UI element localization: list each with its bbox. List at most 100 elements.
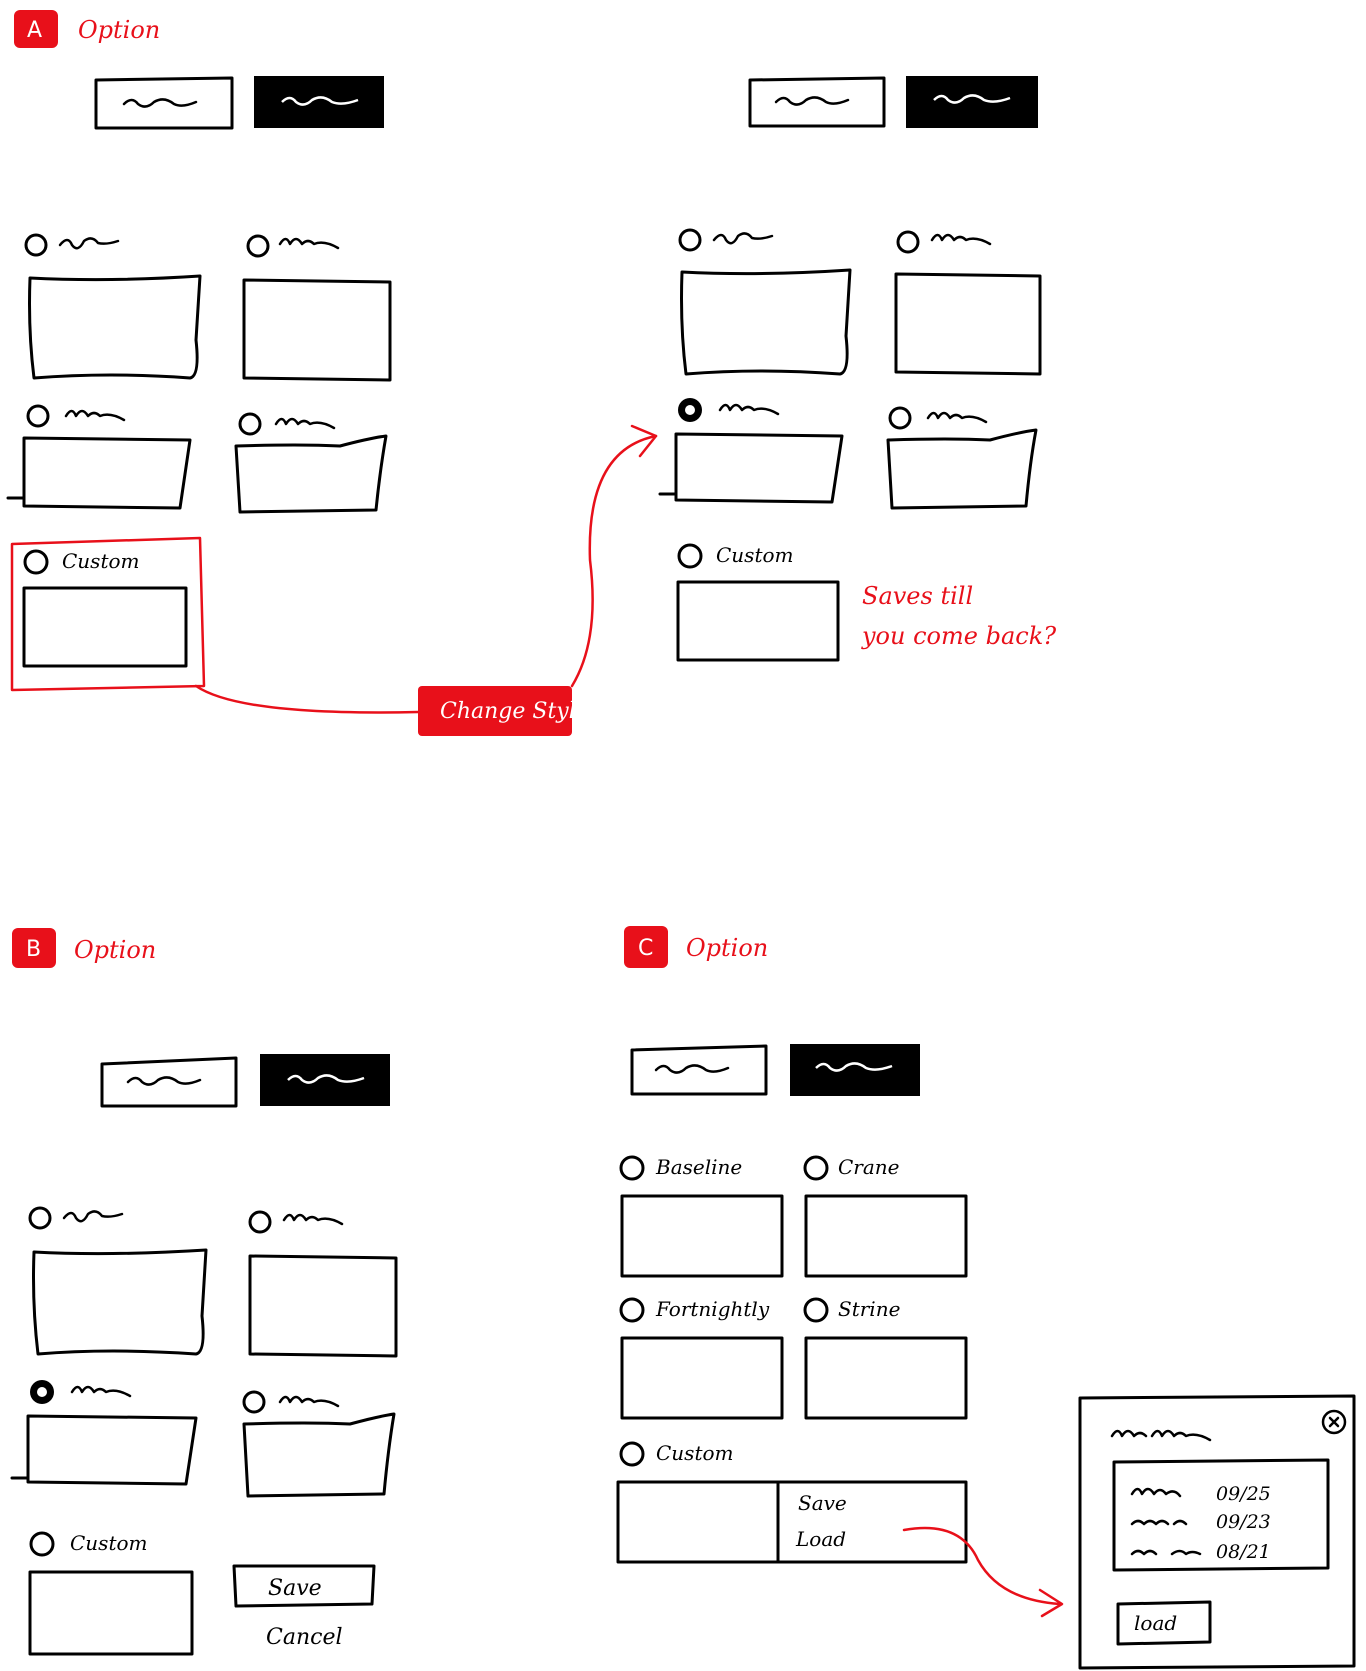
section-b-title: Option — [74, 936, 156, 964]
close-icon[interactable] — [1321, 1409, 1347, 1435]
radio-icon[interactable] — [888, 406, 912, 430]
style-preview-box[interactable] — [886, 428, 1038, 510]
radio-icon[interactable] — [242, 1390, 266, 1414]
saved-style-date: 09/23 — [1216, 1511, 1271, 1533]
style-option-label — [282, 1213, 344, 1226]
style-preview-box[interactable] — [620, 1194, 784, 1278]
list-item[interactable]: 08/21 — [1130, 1541, 1271, 1563]
style-preview-box[interactable] — [6, 436, 192, 510]
radio-icon[interactable] — [28, 1206, 52, 1230]
toggle-option-dark[interactable] — [906, 76, 1038, 128]
section-b: B Option Custom Save Cancel — [10, 928, 398, 1656]
load-dialog: 09/25 09/23 08/21 load — [1078, 1394, 1356, 1670]
custom-highlight — [10, 536, 206, 692]
style-label-fortnightly: Fortnightly — [655, 1297, 770, 1321]
radio-icon[interactable] — [677, 543, 703, 569]
custom-preview-box[interactable] — [28, 1570, 194, 1656]
section-c-title: Option — [686, 934, 768, 962]
note-line-2: you come back? — [861, 622, 1056, 650]
radio-icon[interactable] — [896, 230, 920, 254]
toggle-option-dark[interactable] — [260, 1054, 390, 1106]
radio-icon[interactable] — [29, 1531, 55, 1557]
toggle-option-dark[interactable] — [790, 1044, 920, 1096]
style-label-baseline: Baseline — [655, 1155, 742, 1179]
custom-label: Custom — [716, 543, 794, 567]
radio-icon[interactable] — [238, 412, 262, 436]
style-preview-box[interactable] — [804, 1194, 968, 1278]
save-button[interactable] — [232, 1564, 376, 1608]
custom-preview-box[interactable] — [676, 580, 840, 662]
badge-a — [14, 10, 58, 48]
style-preview-box[interactable] — [248, 1254, 398, 1358]
style-preview-box[interactable] — [242, 1412, 396, 1498]
style-option-label — [274, 417, 336, 430]
radio-icon[interactable] — [803, 1155, 829, 1181]
style-label-crane: Crane — [838, 1155, 900, 1179]
radio-icon[interactable] — [619, 1155, 645, 1181]
radio-icon[interactable] — [26, 404, 50, 428]
radio-icon[interactable] — [619, 1297, 645, 1323]
radio-icon[interactable] — [23, 549, 49, 575]
style-preview-box[interactable] — [32, 1248, 208, 1356]
change-style-label: Change Style — [440, 699, 589, 724]
menu-load[interactable]: Load — [795, 1527, 846, 1551]
style-preview-box[interactable] — [234, 434, 388, 514]
style-option-label — [278, 1395, 340, 1408]
radio-icon[interactable] — [678, 228, 702, 252]
arrow-head — [630, 424, 658, 458]
style-preview-box[interactable] — [804, 1336, 968, 1420]
style-preview-box[interactable] — [894, 272, 1042, 376]
custom-label: Custom — [70, 1531, 148, 1555]
radio-icon[interactable] — [24, 233, 48, 257]
style-preview-box[interactable] — [658, 432, 844, 504]
style-preview-box[interactable] — [680, 268, 852, 376]
section-c: C Option Baseline Crane Fortnightly Stri… — [616, 926, 1356, 1670]
toggle-option-light[interactable] — [94, 76, 234, 130]
style-option-label — [70, 1385, 132, 1398]
style-option-label — [64, 409, 126, 422]
style-option-label — [930, 233, 992, 246]
style-preview-box[interactable] — [242, 278, 392, 382]
list-item[interactable]: 09/25 — [1130, 1483, 1271, 1505]
style-option-label — [712, 232, 774, 245]
style-option-label — [926, 411, 988, 424]
custom-label: Custom — [656, 1441, 734, 1465]
style-preview-box[interactable] — [620, 1336, 784, 1420]
section-a-result: Custom Saves till you come back? — [658, 76, 1056, 662]
radio-icon[interactable] — [803, 1297, 829, 1323]
toggle-option-dark[interactable] — [254, 76, 384, 128]
badge-c-letter: C — [638, 936, 653, 961]
style-option-label — [278, 237, 340, 250]
cancel-link[interactable]: Cancel — [266, 1625, 343, 1650]
style-option-label — [62, 1210, 124, 1223]
list-item[interactable]: 09/23 — [1130, 1511, 1271, 1533]
custom-label: Custom — [62, 549, 140, 573]
style-preview-box[interactable] — [10, 1414, 198, 1486]
toggle-option-light[interactable] — [100, 1056, 238, 1108]
toggle-option-light[interactable] — [630, 1044, 768, 1096]
toggle-group — [94, 76, 384, 130]
menu-save[interactable]: Save — [798, 1491, 847, 1515]
saved-style-name — [1130, 1549, 1202, 1556]
save-button-label: Save — [268, 1576, 322, 1601]
dialog-title — [1110, 1429, 1212, 1442]
custom-preview-box[interactable] — [616, 1480, 780, 1564]
radio-icon[interactable] — [246, 234, 270, 258]
dialog-frame — [1078, 1394, 1356, 1670]
custom-menu — [776, 1480, 968, 1564]
load-button-label: load — [1134, 1611, 1177, 1635]
connector-line — [194, 684, 420, 714]
badge-c — [624, 926, 668, 968]
saved-styles-list — [1112, 1458, 1330, 1572]
load-button[interactable] — [1116, 1600, 1212, 1646]
load-arrow — [902, 1526, 1062, 1606]
saved-style-date: 09/25 — [1216, 1483, 1271, 1505]
custom-preview-box[interactable] — [22, 586, 188, 668]
style-preview-box[interactable] — [28, 274, 202, 380]
note-line-1: Saves till — [862, 582, 973, 610]
change-style-button[interactable] — [418, 686, 572, 736]
radio-icon[interactable] — [619, 1441, 645, 1467]
toggle-option-light[interactable] — [748, 76, 886, 128]
radio-icon[interactable] — [248, 1210, 272, 1234]
